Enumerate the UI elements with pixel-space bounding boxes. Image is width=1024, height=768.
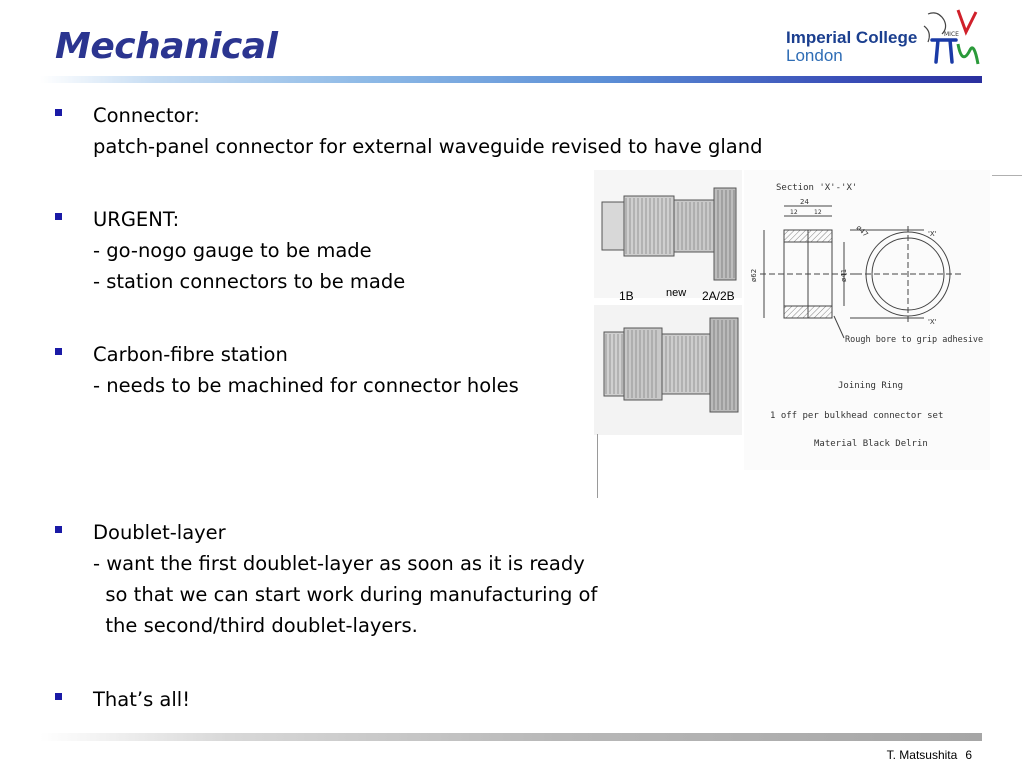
bullet-square-icon (55, 526, 62, 533)
bullet-line: That’s all! (93, 688, 191, 711)
dim-12a: 12 (790, 209, 798, 216)
dim-d62: ø62 (750, 269, 758, 282)
bullet-text: That’s all! (93, 684, 190, 715)
label-x-bottom: 'X' (928, 318, 937, 326)
slide-footer: T. Matsushita 6 (879, 748, 972, 762)
note-rough-bore: Rough bore to grip adhesive (845, 335, 983, 345)
label-1b: 1B (619, 289, 634, 303)
bullet-line: so that we can start work during manufac… (93, 583, 598, 606)
bullet-text: URGENT: - go-nogo gauge to be made - sta… (93, 204, 405, 297)
connector-photo-1b-icon (601, 187, 737, 281)
bullet-text: Connector: patch-panel connector for ext… (93, 100, 762, 162)
bullet-line: URGENT: (93, 208, 180, 231)
slide-title: Mechanical (55, 26, 278, 67)
label-2a2b: 2A/2B (702, 289, 735, 303)
drawing-bg (744, 170, 990, 470)
bullet-square-icon (55, 348, 62, 355)
logo-line-1: Imperial College (786, 28, 918, 47)
bullet-line: Doublet-layer (93, 521, 226, 544)
dim-d41: ø41 (840, 269, 848, 282)
imperial-college-logo: Imperial College London MICE (786, 6, 986, 72)
figure-edge-line (992, 175, 1022, 176)
footer-author: T. Matsushita (886, 748, 958, 762)
bullet-square-icon (55, 109, 62, 116)
label-new: new (666, 287, 686, 299)
note-off-per-set: 1 off per bulkhead connector set (770, 411, 943, 421)
connector-photo-bottom-icon (603, 317, 739, 413)
bullet-line: - want the first doublet-layer as soon a… (93, 552, 585, 575)
bullet-text: Carbon-fibre station - needs to be machi… (93, 339, 519, 401)
note-joining-ring: Joining Ring (838, 381, 903, 391)
mice-emblem-icon: MICE (923, 9, 980, 65)
bullet-line: - needs to be machined for connector hol… (93, 374, 519, 397)
bullet-line: Connector: (93, 104, 200, 127)
bullet-line: - station connectors to be made (93, 270, 406, 293)
footer-divider-bar (40, 733, 982, 741)
label-x-top: 'X' (928, 230, 937, 238)
logo-line-2: London (786, 46, 843, 65)
footer-page-number: 6 (965, 748, 972, 762)
bullet-line: Carbon-fibre station (93, 343, 288, 366)
figure-divider-line (597, 434, 598, 498)
dim-12b: 12 (814, 209, 822, 216)
connector-drawing-figure: 1B new 2A/2B Section 'X'-'X' 2 (594, 170, 990, 470)
bullet-line: - go-nogo gauge to be made (93, 239, 372, 262)
bullet-line: the second/third doublet-layers. (93, 614, 418, 637)
section-title: Section 'X'-'X' (776, 183, 857, 193)
dim-24: 24 (800, 198, 809, 206)
bullet-text: Doublet-layer - want the first doublet-l… (93, 517, 597, 641)
section-drawing-icon (760, 205, 962, 339)
bullet-square-icon (55, 213, 62, 220)
bullet-square-icon (55, 693, 62, 700)
header-divider-bar (40, 76, 982, 83)
bullet-line: patch-panel connector for external waveg… (93, 135, 763, 158)
mice-emblem-label: MICE (944, 31, 959, 38)
note-material: Material Black Delrin (814, 439, 928, 449)
